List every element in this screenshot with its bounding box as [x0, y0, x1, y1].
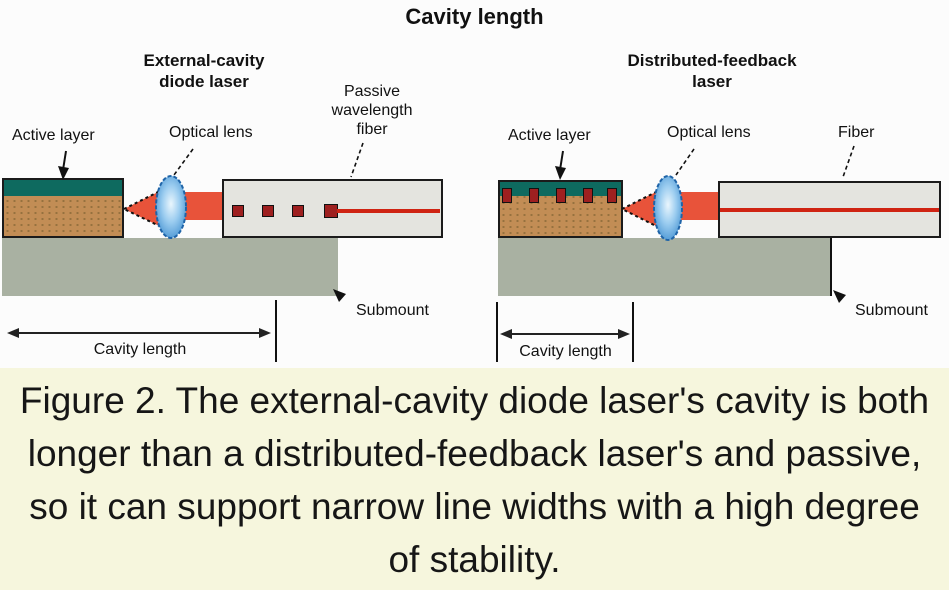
fiber-grating-square	[232, 205, 244, 217]
leader-line-active-right	[559, 150, 564, 171]
fiber-grating-square	[324, 204, 338, 218]
caption-line: Figure 2. The external-cavity diode lase…	[19, 380, 930, 421]
caption-line: so it can support narrow line widths wit…	[29, 486, 920, 527]
cavity-length-label-left: Cavity length	[93, 341, 187, 358]
fiber-grating-square	[262, 205, 274, 217]
submount-label-left: Submount	[356, 302, 429, 319]
fiber-core-line-left	[337, 209, 440, 213]
cavity-boundary-line-right-b	[632, 302, 634, 362]
active-layer-label-left: Active layer	[12, 127, 95, 144]
dfb-grating-square	[529, 188, 539, 203]
fiber-block-right	[718, 181, 941, 238]
leader-line-fiber-right	[842, 145, 855, 178]
figure-title: Cavity length	[405, 4, 544, 29]
dfb-grating-square	[583, 188, 593, 203]
submount-label-right: Submount	[855, 302, 928, 319]
cavity-length-label-right: Cavity length	[519, 343, 612, 360]
passive-fiber-block	[222, 179, 443, 238]
beam-cone-right	[619, 182, 673, 236]
caption-line: longer than a distributed-feedback laser…	[27, 433, 922, 474]
leader-line-fiber-left	[350, 142, 364, 178]
active-layer-block-right	[498, 180, 623, 238]
fiber-core-line-right	[720, 208, 939, 212]
beam-cone-left	[121, 181, 177, 236]
dfb-grating-square	[502, 188, 512, 203]
leader-arrow-active-right	[555, 166, 566, 180]
fiber-grating-square	[292, 205, 304, 217]
dimension-arrowhead	[618, 329, 630, 339]
cavity-boundary-line-right-a	[496, 302, 498, 362]
dimension-arrowhead	[259, 328, 271, 338]
dimension-arrowhead	[7, 328, 19, 338]
leader-line-lens-right	[675, 148, 695, 176]
laser-beam-right	[672, 192, 720, 220]
active-layer-block-left	[2, 178, 124, 238]
submount-arrow-right	[833, 290, 846, 303]
submount-block-left	[2, 238, 338, 296]
caption-line: of stability.	[388, 539, 561, 580]
leader-line-active-left	[62, 150, 67, 171]
figure-caption: Figure 2. The external-cavity diode lase…	[0, 368, 949, 590]
ecdl-heading: External-cavity diode laser	[143, 51, 265, 91]
cavity-boundary-line-left	[275, 300, 277, 362]
fiber-label-right: Fiber	[838, 124, 875, 141]
laser-beam-left	[176, 192, 224, 220]
passive-fiber-label: Passive wavelength fiber	[331, 83, 413, 138]
submount-block-right	[498, 238, 832, 296]
leader-line-lens-left	[173, 148, 194, 176]
optical-lens-label-left: Optical lens	[169, 124, 253, 141]
active-layer-label-right: Active layer	[508, 127, 591, 144]
optical-lens-label-right: Optical lens	[667, 124, 751, 141]
dfb-heading: Distributed-feedback laser	[627, 51, 797, 91]
dimension-arrowhead	[500, 329, 512, 339]
dfb-grating-square	[556, 188, 566, 203]
dfb-grating-square	[607, 188, 617, 203]
active-layer-teal-cap-left	[4, 180, 122, 196]
